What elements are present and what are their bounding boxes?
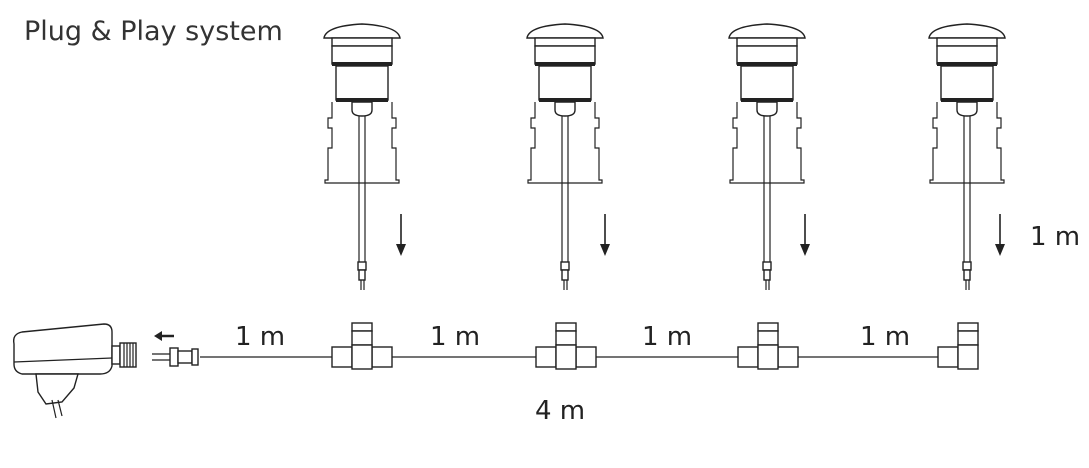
t-connector-1 xyxy=(331,322,393,370)
total-length-label: 4 m xyxy=(535,396,586,426)
t-connector-3 xyxy=(737,322,799,370)
segment-label-1: 1 m xyxy=(235,322,286,352)
segment-label-2: 1 m xyxy=(430,322,481,352)
lamp-4 xyxy=(928,23,1006,291)
end-connector xyxy=(937,322,979,370)
down-arrow-icon xyxy=(599,213,611,257)
down-arrow-icon xyxy=(395,213,407,257)
lamp-2 xyxy=(526,23,604,291)
segment-label-3: 1 m xyxy=(642,322,693,352)
lamp-3 xyxy=(728,23,806,291)
plug-connector xyxy=(152,347,199,367)
down-arrow-icon xyxy=(994,213,1006,257)
power-adapter xyxy=(12,323,137,419)
diagram-title: Plug & Play system xyxy=(24,16,283,47)
t-connector-2 xyxy=(535,322,597,370)
segment-label-4: 1 m xyxy=(860,322,911,352)
lamp-cable-length-label: 1 m xyxy=(1030,222,1081,252)
lamp-1 xyxy=(323,23,401,291)
down-arrow-icon xyxy=(799,213,811,257)
left-arrow-icon xyxy=(154,331,174,341)
